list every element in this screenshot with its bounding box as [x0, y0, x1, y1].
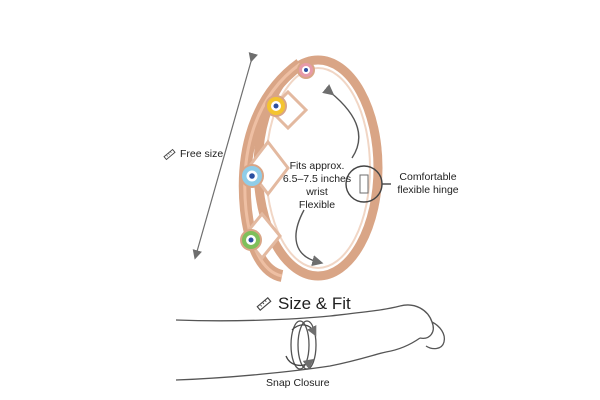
evil-eye-pink	[297, 61, 315, 79]
section-title: Size & Fit	[256, 294, 351, 314]
fit-range-label: Fits approx. 6.5–7.5 inches wrist Flexib…	[276, 160, 358, 213]
free-size-arrow	[192, 52, 258, 260]
fit-range-line-2: 6.5–7.5 inches	[282, 173, 352, 186]
fit-range-line-3: wrist	[306, 186, 328, 199]
evil-eye-yellow	[265, 95, 287, 117]
free-size-text: Free size	[180, 148, 224, 160]
arm-drawing	[175, 304, 446, 381]
hinge-line-1: Comfortable	[399, 171, 457, 183]
hinge-line-2: flexible hinge	[397, 184, 459, 197]
hinge-label: Comfortable flexible hinge	[392, 171, 464, 197]
rotate-arrow-icon	[295, 84, 360, 267]
section-title-text: Size & Fit	[278, 294, 351, 313]
snap-closure-label: Snap Closure	[266, 377, 330, 389]
fit-range-line-1: Fits approx.	[289, 160, 345, 172]
free-size-label: Free size	[163, 148, 223, 161]
double-arrow-icon	[285, 324, 317, 370]
evil-eye-blue	[240, 164, 264, 188]
ruler-icon	[256, 297, 272, 311]
hinge-icon	[345, 165, 391, 203]
fit-range-line-4: Flexible	[298, 199, 336, 212]
ruler-icon	[163, 148, 176, 161]
evil-eye-green	[240, 229, 262, 251]
